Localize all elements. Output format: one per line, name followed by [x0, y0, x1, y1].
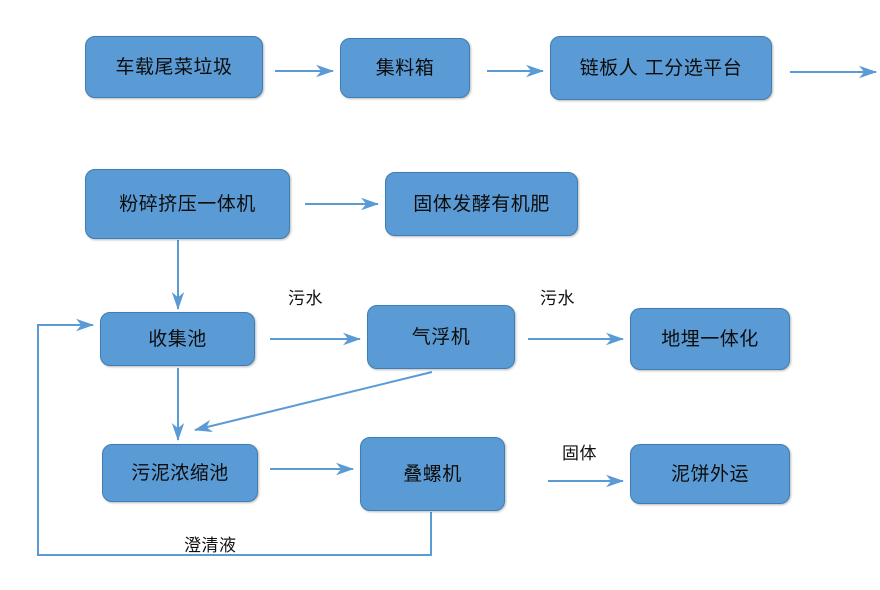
node-label: 气浮机 — [411, 325, 471, 348]
node-label: 叠螺机 — [403, 462, 462, 485]
node-label: 污泥浓缩池 — [131, 461, 229, 484]
node-buried-integrated-equipment[interactable]: 地埋一体化 — [630, 308, 790, 370]
edge-label-wastewater-2: 污水 — [540, 289, 575, 309]
node-label: 车载尾菜垃圾 — [115, 55, 233, 78]
node-crushing-pressing-machine[interactable]: 粉碎挤压一体机 — [85, 169, 290, 239]
node-air-flotation-machine[interactable]: 气浮机 — [367, 305, 515, 369]
node-chain-plate-manual-sorting-platform[interactable]: 链板人 工分选平台 — [550, 36, 772, 100]
node-collection-bin[interactable]: 集料箱 — [340, 38, 470, 98]
edge-label-wastewater-1: 污水 — [288, 289, 323, 309]
edge-label-solid: 固体 — [562, 444, 597, 464]
node-collection-tank[interactable]: 收集池 — [100, 312, 255, 366]
node-label: 链板人 工分选平台 — [579, 56, 743, 79]
node-screw-press[interactable]: 叠螺机 — [360, 437, 505, 511]
node-sludge-thickening-tank[interactable]: 污泥浓缩池 — [102, 444, 258, 502]
node-vehicle-vegetable-waste[interactable]: 车载尾菜垃圾 — [85, 36, 263, 98]
node-label: 粉碎挤压一体机 — [119, 192, 256, 215]
arrow-flotation-to-thickener — [194, 371, 433, 432]
node-label: 固体发酵有机肥 — [413, 192, 550, 215]
node-label: 地埋一体化 — [661, 327, 759, 350]
node-label: 泥饼外运 — [670, 462, 749, 485]
node-mud-cake-transport[interactable]: 泥饼外运 — [630, 444, 790, 504]
edge-label-clarified-liquid: 澄清液 — [184, 536, 237, 556]
node-label: 集料箱 — [375, 56, 435, 79]
node-solid-fermentation-organic-fertilizer[interactable]: 固体发酵有机肥 — [385, 172, 578, 236]
node-label: 收集池 — [148, 327, 207, 350]
